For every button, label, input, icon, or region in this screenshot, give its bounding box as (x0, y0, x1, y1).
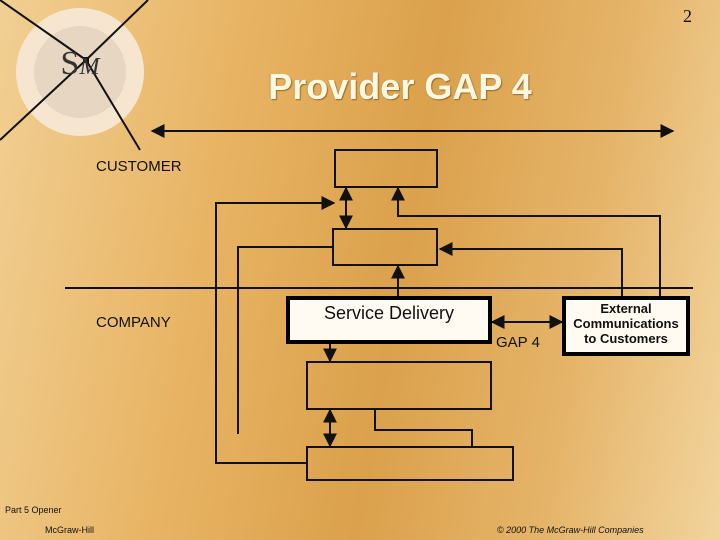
logo-text: SM (40, 45, 120, 83)
footer-part: Part 5 Opener (5, 505, 62, 515)
gap4-label: GAP 4 (496, 334, 540, 351)
service-delivery-label: Service Delivery (323, 303, 455, 323)
customer-box-top (334, 149, 438, 188)
company-box-middle (306, 361, 492, 410)
left-inner-line (237, 246, 332, 434)
left-outer-line (215, 196, 336, 464)
footer-publisher: McGraw-Hill (45, 525, 94, 535)
page-number: 2 (683, 6, 692, 26)
arrow-external-to-box1 (391, 186, 661, 300)
customer-label: CUSTOMER (96, 158, 182, 175)
service-delivery-box: Service Delivery (286, 296, 492, 344)
arrow-external-to-box2 (438, 242, 623, 300)
slide-title: Provider GAP 4 (268, 66, 532, 107)
footer-copyright: © 2000 The McGraw-Hill Companies (497, 525, 644, 535)
customer-box-bottom (332, 228, 438, 266)
logo-letter-s: S (60, 45, 80, 82)
company-box-bottom (306, 446, 514, 481)
company-label: COMPANY (96, 314, 171, 331)
external-communications-label: External Communications to Customers (573, 301, 679, 346)
line-box3-right (374, 410, 473, 446)
sm-logo-icon (0, 0, 149, 151)
logo-letter-m: M (79, 54, 100, 80)
external-communications-box: External Communications to Customers (562, 296, 690, 356)
